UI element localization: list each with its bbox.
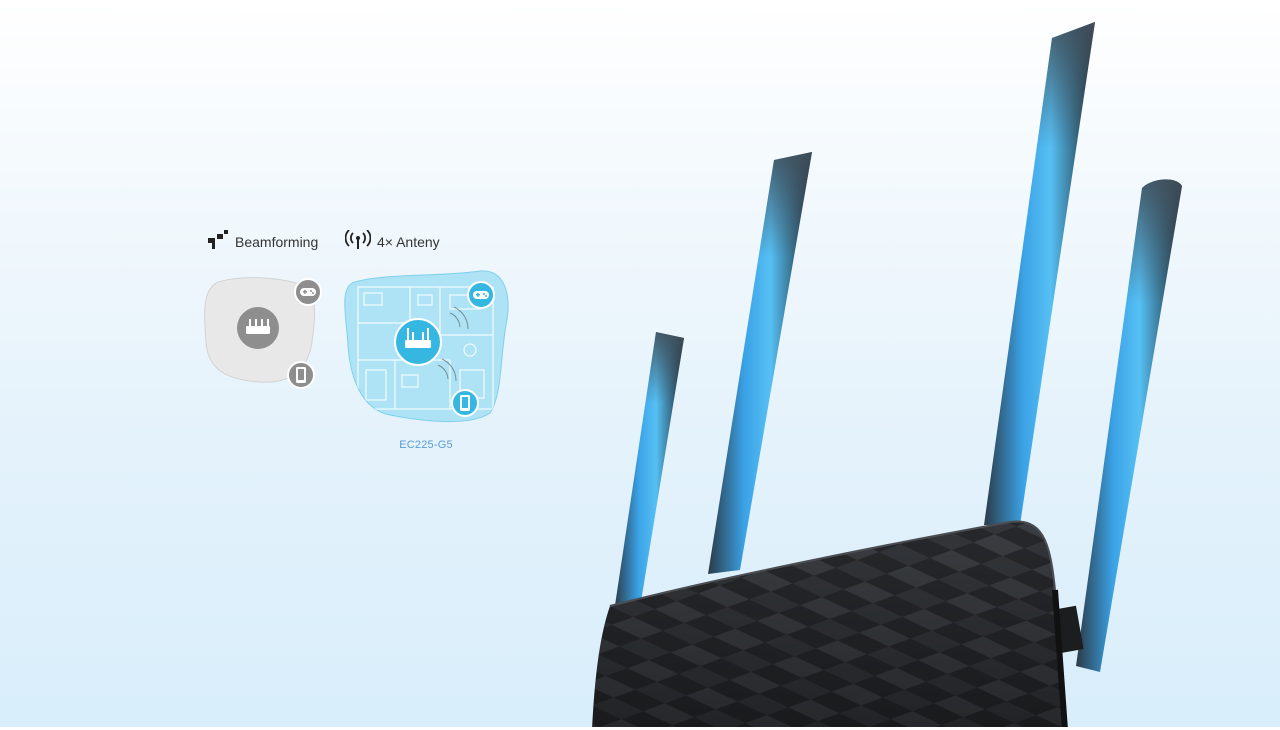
router-product-image [592, 22, 1182, 730]
beamforming-header: Beamforming [207, 230, 318, 250]
beamforming-icon [208, 230, 228, 249]
antenna-1 [614, 332, 684, 620]
antenna-3 [984, 22, 1095, 525]
antennas-label: 4× Anteny [377, 234, 440, 250]
beamforming-coverage-blob [204, 277, 322, 389]
model-name: EC225-G5 [399, 439, 453, 451]
beamforming-label: Beamforming [235, 234, 319, 250]
router-body [592, 520, 1068, 730]
bottom-strip [0, 727, 1280, 730]
antenna-signal-icon [345, 230, 371, 249]
antenna-2 [708, 152, 812, 574]
antenna-coverage-map [344, 270, 509, 423]
antennas-header: 4× Anteny [345, 230, 440, 250]
antenna-4 [1076, 179, 1182, 673]
